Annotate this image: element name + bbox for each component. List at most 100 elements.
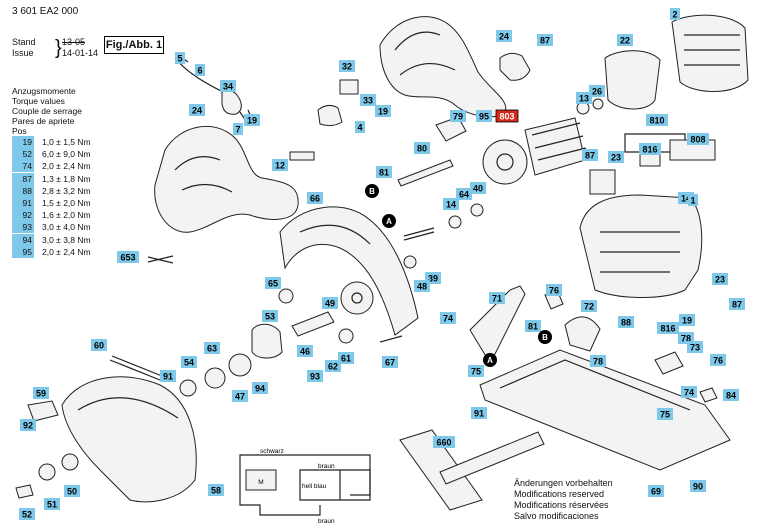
- part-label-53: 53: [262, 310, 278, 322]
- part-number: 660: [436, 438, 451, 448]
- part-label-87: 87: [582, 149, 598, 161]
- gear-housing: [251, 323, 283, 359]
- part-label-93: 93: [307, 370, 323, 382]
- torque-value: 6,0 ± 9,0 Nm: [42, 149, 91, 160]
- wiring-label-right: braun: [318, 463, 335, 470]
- part-label-23: 23: [608, 151, 624, 163]
- torque-pos: 19: [12, 136, 34, 148]
- part-number: 90: [693, 482, 703, 492]
- part-label-51: 51: [44, 498, 60, 510]
- part-label-75: 75: [657, 408, 673, 420]
- part-label-91: 91: [471, 407, 487, 419]
- part-number: 23: [611, 153, 621, 163]
- wiring-motor-box: [245, 469, 277, 491]
- upper-guard-rim: [299, 224, 371, 245]
- part-number: 52: [22, 510, 32, 520]
- note-fr: Modifications réservées: [514, 500, 609, 510]
- part-number: 24: [499, 32, 509, 42]
- part-number: 50: [67, 487, 77, 497]
- part-number: 88: [621, 318, 631, 328]
- stator-windings: [684, 34, 740, 66]
- part-label-46: 46: [297, 345, 313, 357]
- part-label-48: 48: [414, 280, 430, 292]
- pin-67: [379, 335, 403, 343]
- part-label-24: 24: [189, 104, 205, 116]
- angle-guide: [564, 316, 601, 352]
- part-number: 81: [528, 322, 538, 332]
- ref-letter: B: [369, 187, 375, 196]
- issue-date: 14-01-14: [62, 48, 99, 58]
- part-label-4: 4: [355, 121, 365, 133]
- part-label-81: 81: [376, 166, 392, 178]
- wiring-label-mid: hell blau: [302, 483, 327, 490]
- part-number: 91: [474, 409, 484, 419]
- part-label-67: 67: [382, 356, 398, 368]
- motor-housing-ribs: [600, 231, 680, 273]
- part-label-47: 47: [232, 390, 248, 402]
- part-label-62: 62: [325, 360, 341, 372]
- part-label-76: 76: [710, 354, 726, 366]
- part-number: 58: [211, 486, 221, 496]
- note-en: Modifications reserved: [514, 489, 605, 499]
- switch-module: [317, 104, 343, 127]
- part-number: 73: [690, 343, 700, 353]
- part-label-72: 72: [581, 300, 597, 312]
- plate-54: [179, 379, 197, 397]
- part-label-88: 88: [618, 316, 634, 328]
- upper-blade-guard: [279, 206, 419, 336]
- issue-label: Issue: [12, 48, 34, 58]
- part-number: 74: [684, 388, 694, 398]
- part-number: 87: [585, 151, 595, 161]
- part-label-74: 74: [440, 312, 456, 324]
- torque-row: 19 1,0 ± 1,5 Nm: [12, 136, 91, 148]
- part-number: 78: [593, 357, 603, 367]
- bolt-52: [15, 484, 34, 499]
- part-number: 81: [379, 168, 389, 178]
- part-label-7: 7: [233, 123, 243, 135]
- part-number: 62: [328, 362, 338, 372]
- part-number: 63: [207, 344, 217, 354]
- stand-label: Stand: [12, 37, 36, 47]
- part-number: 808: [690, 135, 705, 145]
- part-number: 6: [197, 66, 202, 76]
- part-number: 1: [690, 196, 695, 206]
- torque-pos: 95: [12, 245, 34, 258]
- part-label-816: 816: [639, 143, 661, 155]
- wiring-lines: [239, 454, 371, 516]
- part-label-91: 91: [160, 370, 176, 382]
- part-number: 71: [492, 294, 502, 304]
- part-label-6: 6: [195, 64, 205, 76]
- torque-value: 3,0 ± 3,8 Nm: [42, 234, 91, 245]
- part-number: 48: [417, 282, 427, 292]
- part-number: 803: [499, 112, 514, 122]
- part-label-22: 22: [617, 34, 633, 46]
- part-number: 66: [310, 194, 320, 204]
- part-number: 67: [385, 358, 395, 368]
- torque-value: 1,0 ± 1,5 Nm: [42, 137, 91, 147]
- part-number: 53: [265, 312, 275, 322]
- lower-guard-rim: [77, 397, 179, 419]
- hex-key: [147, 255, 174, 264]
- wiring-diagram: M schwarz braun hell blau braun: [239, 448, 371, 525]
- part-number: 51: [47, 500, 57, 510]
- part-number: 91: [163, 372, 173, 382]
- bearing-14: [448, 215, 462, 229]
- armature: [524, 117, 586, 176]
- handle-housing-right: [379, 16, 507, 118]
- part-number: 76: [713, 356, 723, 366]
- part-label-90: 90: [690, 480, 706, 492]
- part-label-653: 653: [117, 251, 139, 263]
- part-label-1: 1: [688, 194, 698, 206]
- document-number: 3 601 EA2 000: [12, 6, 79, 17]
- part-number: 74: [443, 314, 453, 324]
- part-number: 13: [579, 94, 589, 104]
- torque-heading-fr: Couple de serrage: [12, 106, 82, 116]
- wiring-motor-label: M: [258, 479, 263, 486]
- torque-pos: 91: [12, 197, 34, 209]
